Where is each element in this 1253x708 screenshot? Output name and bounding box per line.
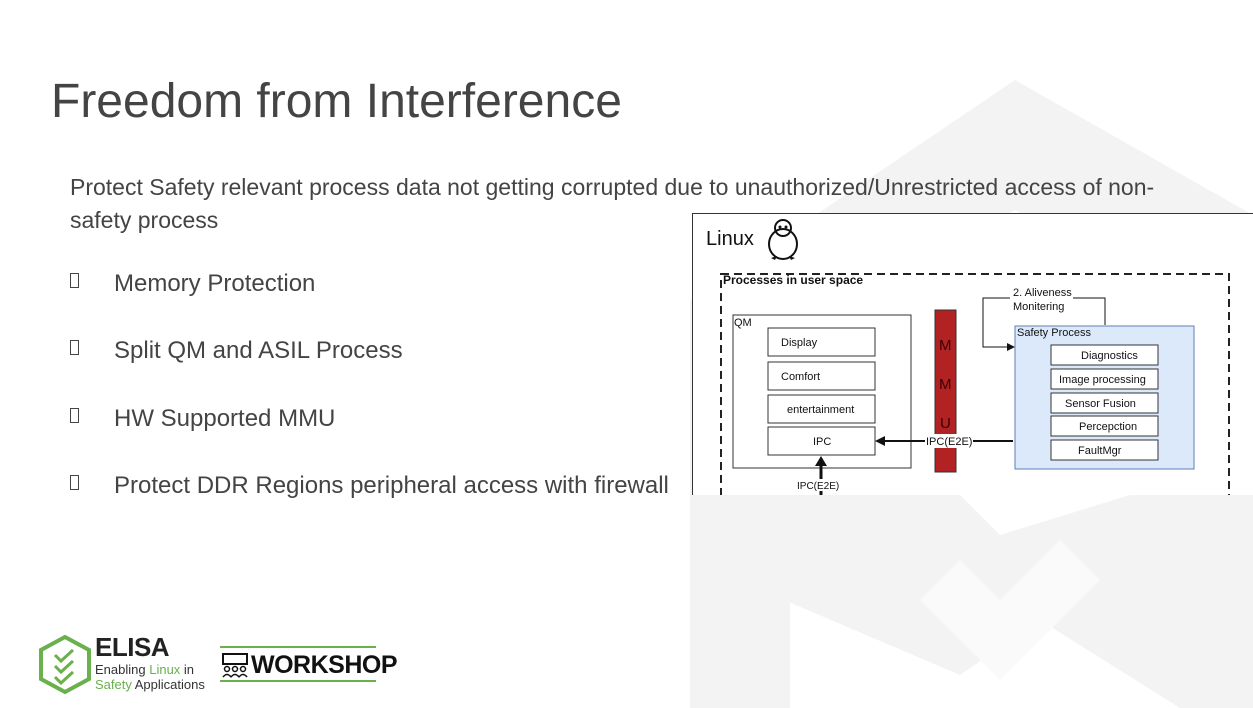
safety-process-label: Safety Process [1017, 327, 1091, 339]
elisa-logo-line1: Enabling Linux in [95, 662, 195, 677]
linux-label: Linux [706, 228, 754, 250]
tux-penguin-icon [768, 219, 798, 260]
aliveness-label-line2: Monitering [1013, 301, 1064, 313]
elisa-logo-line2: Safety Applications [95, 677, 205, 692]
qm-block: Display [767, 327, 876, 357]
workshop-label: WORKSHOP [251, 651, 398, 679]
aliveness-loop [1073, 297, 1106, 325]
svg-text:Display: Display [781, 337, 818, 349]
svg-text:Image processing: Image processing [1059, 374, 1146, 386]
svg-text:Diagnostics: Diagnostics [1081, 350, 1138, 362]
arrow-head-icon [1007, 343, 1015, 351]
arrow-head-icon [815, 456, 827, 466]
ipc-bottom-label-bg [795, 479, 843, 491]
safety-block: Sensor Fusion [1050, 392, 1159, 414]
safety-block: Percepction [1050, 415, 1159, 437]
bullet-text: HW Supported MMU [114, 404, 336, 432]
mmu-bar [934, 309, 957, 473]
bullet-text: Protect DDR Regions peripheral access wi… [114, 471, 669, 499]
footer-logos: ELISA Enabling Linux in Safety Applicati… [37, 632, 398, 698]
svg-text:IPC: IPC [813, 436, 831, 448]
bullet-text: Split QM and ASIL Process [114, 337, 403, 365]
elisa-logo-title: ELISA [95, 632, 170, 662]
qm-ipc-block: IPC [767, 426, 876, 456]
ipc-label-bg [925, 434, 973, 448]
architecture-diagram: Linux Processes in user space QM Display… [692, 213, 1253, 495]
bullet-text: Memory Protection [114, 270, 316, 297]
user-space-box [720, 273, 1230, 495]
audience-icon [222, 653, 248, 678]
slide-title: Freedom from Interference [51, 75, 622, 128]
user-space-label: Processes in user space [723, 273, 863, 287]
slide-subtitle: Protect Safety relevant process data not… [70, 174, 1155, 233]
svg-text:FaultMgr: FaultMgr [1078, 445, 1122, 457]
bullet-box-icon [70, 407, 79, 423]
aliveness-loop [982, 297, 1011, 348]
arrow-head-icon [875, 436, 885, 446]
svg-text:entertainment: entertainment [787, 404, 854, 416]
workshop-logo: WORKSHOP [220, 646, 398, 682]
svg-text:Comfort: Comfort [781, 371, 820, 383]
ipc-bottom-label: IPC(E2E) [797, 481, 839, 492]
svg-text:Sensor Fusion: Sensor Fusion [1065, 398, 1136, 410]
bullet-box-icon [70, 340, 79, 356]
qm-block: Comfort [767, 361, 876, 391]
mmu-letter: U [940, 415, 951, 432]
mmu-letter: M [939, 337, 952, 354]
safety-block: FaultMgr [1050, 439, 1159, 461]
elisa-shield-logo-icon [39, 634, 91, 695]
svg-text:Percepction: Percepction [1079, 421, 1137, 433]
mmu-letter: M [939, 376, 952, 393]
bullet-box-icon [70, 474, 79, 490]
qm-label: QM [734, 317, 752, 329]
ipc-e2e-label: IPC(E2E) [926, 436, 972, 448]
bullet-box-icon [70, 273, 79, 288]
aliveness-label-line1: 2. Aliveness [1013, 287, 1072, 299]
safety-block: Diagnostics [1050, 344, 1159, 366]
safety-block: Image processing [1050, 368, 1159, 390]
qm-block: entertainment [767, 394, 876, 424]
